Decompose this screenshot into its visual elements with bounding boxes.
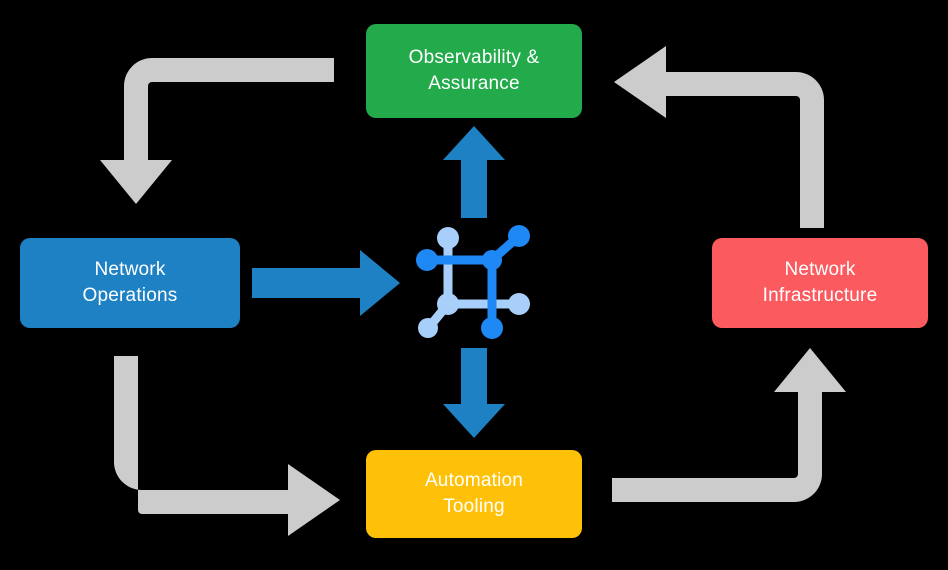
arrow-center-to-observability xyxy=(443,126,505,218)
network-topology-icon xyxy=(416,225,530,339)
node-network-infrastructure[interactable]: Network Infrastructure xyxy=(712,238,928,328)
arrow-observability-to-operations xyxy=(100,58,334,204)
arrow-operations-to-automation xyxy=(114,356,340,536)
arrow-automation-to-infrastructure xyxy=(612,348,846,502)
arrow-infrastructure-to-observability xyxy=(614,46,824,228)
node-network-operations[interactable]: Network Operations xyxy=(20,238,240,328)
arrow-operations-to-center xyxy=(252,250,400,316)
node-observability-assurance[interactable]: Observability & Assurance xyxy=(366,24,582,118)
arrow-center-to-automation xyxy=(443,348,505,438)
node-automation-tooling[interactable]: Automation Tooling xyxy=(366,450,582,538)
